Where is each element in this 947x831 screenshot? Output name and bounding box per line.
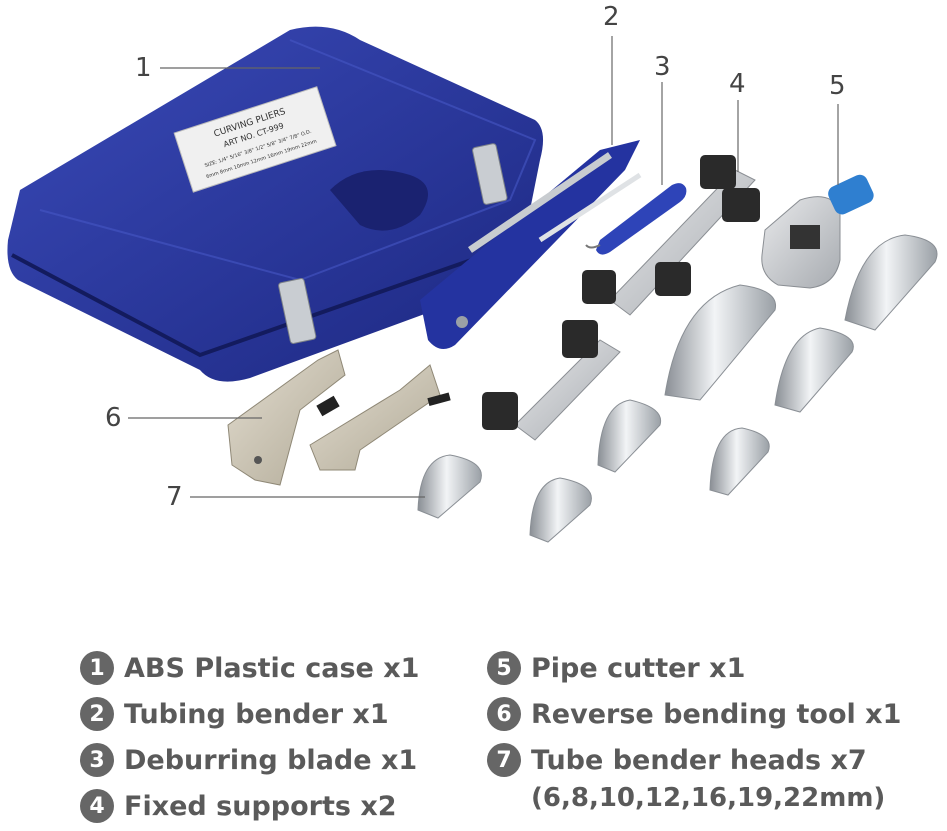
fixed-support-upper <box>582 155 760 316</box>
pipe-cutter <box>761 174 874 289</box>
legend-item-7: 7 Tube bender heads x7 <box>487 743 867 777</box>
legend-item-1: 1 ABS Plastic case x1 <box>80 651 419 685</box>
callout-5: 5 <box>829 71 846 101</box>
legend-item-4: 4 Fixed supports x2 <box>80 789 397 823</box>
legend-item-5: 5 Pipe cutter x1 <box>487 651 745 685</box>
badge-3: 3 <box>80 743 114 777</box>
latch-right <box>472 143 508 205</box>
callout-4: 4 <box>729 69 746 99</box>
badge-5: 5 <box>487 651 521 685</box>
deburring-blade <box>585 183 687 255</box>
legend-item-6: 6 Reverse bending tool x1 <box>487 697 901 731</box>
legend-label-6: Reverse bending tool x1 <box>531 698 902 730</box>
callout-3: 3 <box>654 52 671 82</box>
latch-left <box>278 278 317 344</box>
callout-2: 2 <box>603 2 620 32</box>
callout-6: 6 <box>105 403 122 433</box>
legend-item-2: 2 Tubing bender x1 <box>80 697 389 731</box>
bender-heads <box>417 234 938 543</box>
badge-7: 7 <box>487 743 521 777</box>
legend-label-4: Fixed supports x2 <box>124 790 397 822</box>
legend-item-3: 3 Deburring blade x1 <box>80 743 417 777</box>
legend-label-1: ABS Plastic case x1 <box>124 652 420 684</box>
legend-label-7: Tube bender heads x7 <box>531 744 867 776</box>
callout-1: 1 <box>135 53 152 83</box>
callout-7: 7 <box>166 482 183 512</box>
plastic-case: CURVING PLIERS ART NO. CT-999 SIZE: 1/4"… <box>7 26 544 382</box>
product-photo: CURVING PLIERS ART NO. CT-999 SIZE: 1/4"… <box>7 26 938 543</box>
badge-6: 6 <box>487 697 521 731</box>
legend-label-3: Deburring blade x1 <box>124 744 418 776</box>
legend-label-2: Tubing bender x1 <box>124 698 389 730</box>
tubing-bender <box>420 140 642 349</box>
badge-1: 1 <box>80 651 114 685</box>
badge-2: 2 <box>80 697 114 731</box>
legend-label-5: Pipe cutter x1 <box>531 652 746 684</box>
badge-4: 4 <box>80 789 114 823</box>
fixed-support-lower <box>482 320 621 441</box>
legend-note-sizes: (6,8,10,12,16,19,22mm) <box>531 783 886 813</box>
reverse-bending-tool <box>227 349 451 486</box>
